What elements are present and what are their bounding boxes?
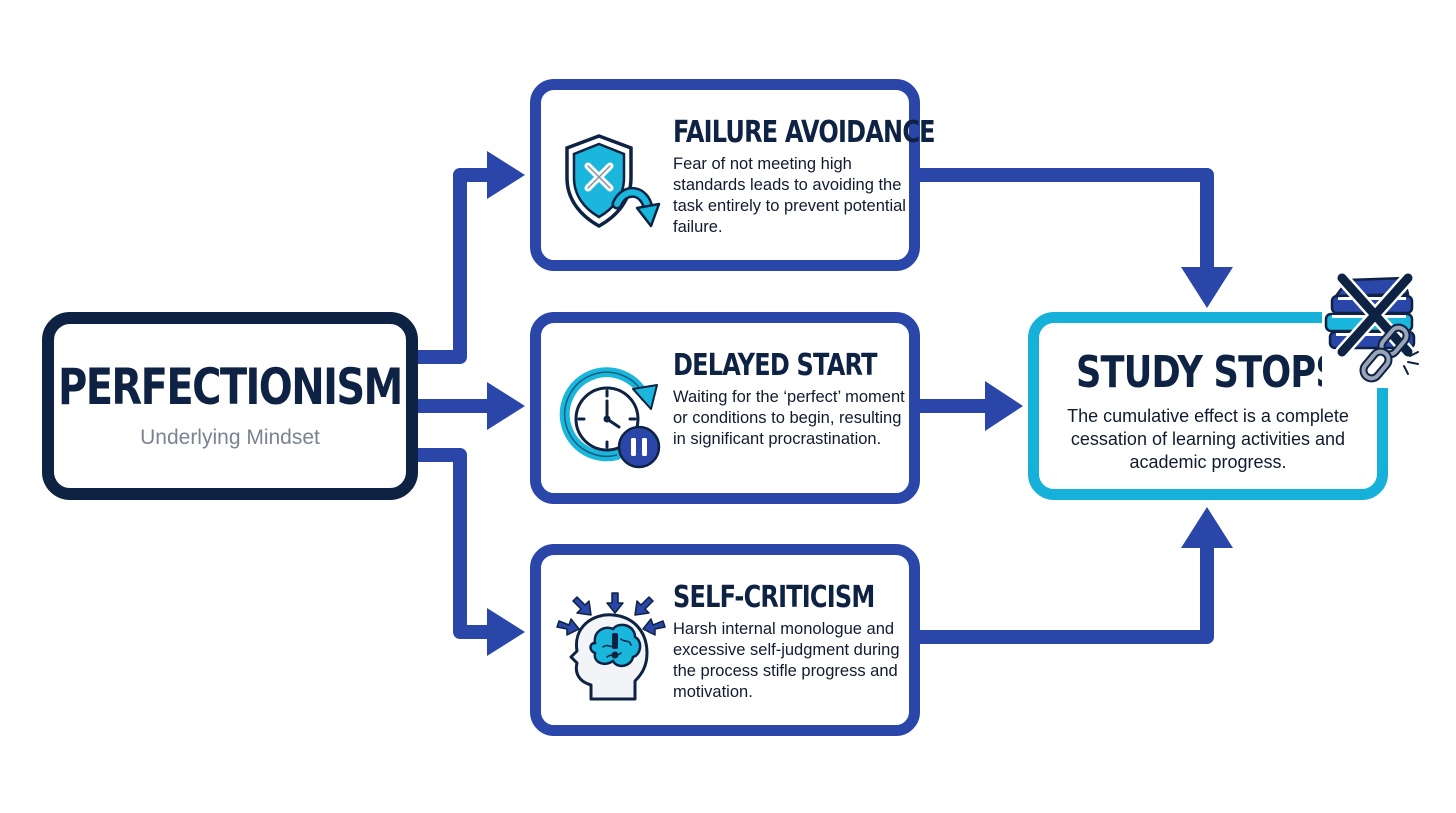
self-criticism-box: SELF-CRITICISM Harsh internal monologue …	[530, 544, 920, 736]
crossed-books-broken-chain-icon	[1322, 270, 1432, 388]
delayed-start-box: DELAYED START Waiting for the ‘perfect’ …	[530, 312, 920, 504]
failure-avoidance-description: Fear of not meeting high standards leads…	[673, 155, 906, 236]
self-criticism-title: SELF-CRITICISM	[673, 580, 875, 615]
connector-to-critic	[418, 448, 490, 639]
arrowhead-failure-to-result	[1181, 267, 1233, 308]
failure-avoidance-box: FAILURE AVOIDANCE Fear of not meeting hi…	[530, 79, 936, 271]
arrowhead-critic-to-result	[1181, 507, 1233, 548]
self-criticism-description: Harsh internal monologue and excessive s…	[673, 620, 900, 701]
failure-avoidance-title: FAILURE AVOIDANCE	[673, 115, 936, 150]
shield-x-icon	[565, 134, 661, 229]
arrowhead-to-delayed	[487, 382, 525, 430]
arrowhead-delayed-to-result	[985, 381, 1023, 431]
source-title: PERFECTIONISM	[58, 358, 403, 416]
perfectionism-box: PERFECTIONISM Underlying Mindset	[42, 312, 418, 500]
connector-critic-to-result	[920, 545, 1214, 644]
connector-to-failure	[418, 168, 490, 364]
head-brain-icon	[556, 592, 666, 701]
result-title: STUDY STOPS	[1075, 347, 1341, 398]
result-description: The cumulative effect is a complete cess…	[1067, 406, 1349, 473]
delayed-start-description: Waiting for the ‘perfect’ moment or cond…	[673, 388, 905, 448]
delayed-start-title: DELAYED START	[673, 348, 877, 383]
connector-failure-to-result	[920, 168, 1214, 270]
arrowhead-to-failure	[487, 151, 525, 199]
arrowhead-to-critic	[487, 608, 525, 656]
clock-pause-icon	[559, 367, 661, 469]
source-subtitle: Underlying Mindset	[140, 426, 320, 449]
